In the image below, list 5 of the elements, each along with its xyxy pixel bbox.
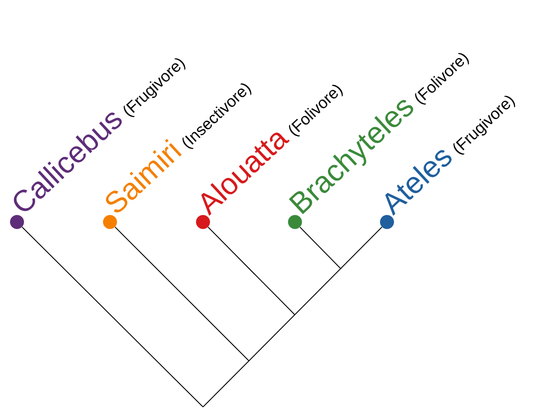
branch-line bbox=[300, 226, 342, 270]
branch-line bbox=[208, 226, 296, 316]
branch-line bbox=[202, 226, 382, 408]
branch-line bbox=[22, 226, 204, 408]
branch-line bbox=[114, 226, 250, 362]
